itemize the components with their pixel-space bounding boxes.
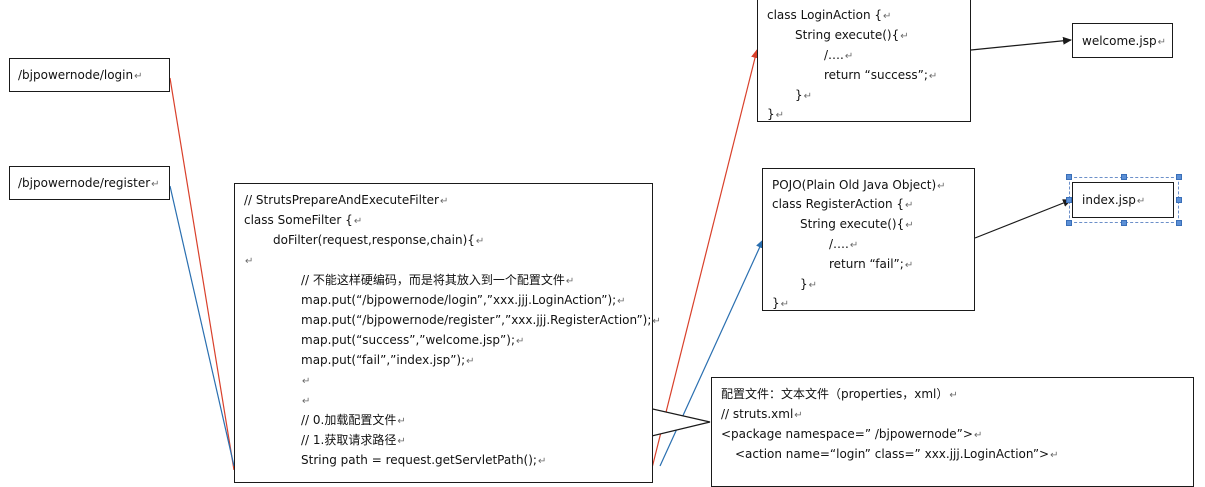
filter-line-8: map.put(“success”,”welcome.jsp”);	[301, 333, 515, 347]
filter-line-13: // 1.获取请求路径	[301, 433, 397, 447]
register-action-line-1: POJO(Plain Old Java Object)	[772, 178, 937, 192]
register-action-box: POJO(Plain Old Java Object)↵ class Regis…	[762, 168, 975, 311]
config-line-1: 配置文件：文本文件（properties，xml）	[721, 387, 949, 401]
register-action-line-4: /….	[829, 237, 849, 251]
config-line-4: <action name=“login” class=” xxx.jjj.Log…	[735, 447, 1050, 461]
login-action-to-welcome-arrow	[970, 36, 1072, 51]
register-url-text: /bjpowernode/register	[18, 176, 151, 190]
register-action-line-2: class RegisterAction {	[772, 197, 905, 211]
register-action-line-5: return “fail”;	[829, 257, 904, 271]
register-action-line-7: }	[772, 296, 780, 310]
index-jsp-text: index.jsp	[1082, 193, 1136, 207]
login-action-line-1: class LoginAction {	[767, 8, 883, 22]
resize-handle-top-center[interactable]	[1121, 174, 1127, 180]
config-line-2: // struts.xml	[721, 407, 794, 421]
resize-handle-middle-right[interactable]	[1176, 197, 1182, 203]
login-action-line-3: /….	[824, 48, 844, 62]
welcome-jsp-text: welcome.jsp	[1082, 34, 1157, 48]
login-action-line-5: }	[795, 88, 803, 102]
resize-handle-top-right[interactable]	[1176, 174, 1182, 180]
index-jsp-box[interactable]: index.jsp↵	[1072, 182, 1174, 218]
register-action-line-6: }	[800, 277, 808, 291]
filter-line-9: map.put(“fail”,”index.jsp”);	[301, 353, 466, 367]
filter-line-1: // StrutsPrepareAndExecuteFilter	[244, 193, 439, 207]
register-to-filter-arrow	[169, 185, 235, 467]
filter-line-3: doFilter(request,response,chain){	[273, 233, 475, 247]
filter-line-7: map.put(“/bjpowernode/register”,”xxx.jjj…	[301, 313, 652, 327]
welcome-jsp-box: welcome.jsp↵	[1072, 23, 1173, 58]
filter-line-14: String path = request.getServletPath();	[301, 453, 537, 467]
login-action-box: class LoginAction {↵ String execute(){↵ …	[757, 0, 971, 122]
resize-handle-bottom-right[interactable]	[1176, 220, 1182, 226]
resize-handle-middle-left[interactable]	[1066, 197, 1072, 203]
filter-line-2: class SomeFilter {	[244, 213, 353, 227]
config-line-3: <package namespace=” /bjpowernode”>	[721, 427, 973, 441]
login-action-line-6: }	[767, 107, 775, 121]
config-file-box: 配置文件：文本文件（properties，xml）↵ // struts.xml…	[711, 377, 1194, 487]
login-action-line-2: String execute(){	[795, 28, 900, 42]
resize-handle-bottom-left[interactable]	[1066, 220, 1072, 226]
login-url-box: /bjpowernode/login↵	[9, 58, 170, 92]
login-to-filter-arrow	[169, 77, 235, 470]
filter-line-5: // 不能这样硬编码，而是将其放入到一个配置文件	[301, 273, 565, 287]
filter-line-12: // 0.加载配置文件	[301, 413, 397, 427]
resize-handle-bottom-center[interactable]	[1121, 220, 1127, 226]
resize-handle-top-left[interactable]	[1066, 174, 1072, 180]
filter-line-6: map.put(“/bjpowernode/login”,”xxx.jjj.Lo…	[301, 293, 617, 307]
filter-code-box: // StrutsPrepareAndExecuteFilter↵ class …	[234, 183, 661, 483]
register-action-to-index-arrow	[974, 199, 1072, 239]
register-action-line-3: String execute(){	[800, 217, 905, 231]
login-url-text: /bjpowernode/login	[18, 68, 134, 82]
login-action-line-4: return “success”;	[824, 68, 928, 82]
register-url-box: /bjpowernode/register↵	[9, 166, 170, 200]
